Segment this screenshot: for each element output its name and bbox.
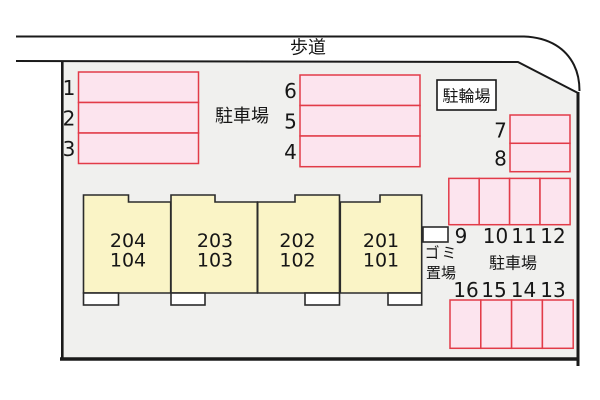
entrance-tab xyxy=(82,292,120,306)
building-entrances xyxy=(82,292,423,306)
bicycle-parking-box xyxy=(436,79,497,111)
sidewalk-inner-edge xyxy=(15,60,579,94)
parking-space-12 xyxy=(539,177,571,226)
parking-space-5 xyxy=(299,104,421,137)
unit-number: 202 xyxy=(279,230,315,252)
sidewalk-outer-edge xyxy=(16,35,581,92)
parking-space-label: 14 xyxy=(511,278,536,302)
parking-space-label: 3 xyxy=(63,137,76,161)
parking-space-label: 2 xyxy=(63,107,76,131)
parking-space-10 xyxy=(478,177,511,226)
parking-space-label: 16 xyxy=(453,278,478,302)
unit-number: 102 xyxy=(279,250,315,272)
parking-lot-right-label: 駐車場 xyxy=(489,254,537,273)
parking-space-label: 4 xyxy=(284,140,297,164)
parking-space-4 xyxy=(299,135,421,168)
building xyxy=(82,194,423,294)
parking-space-label: 8 xyxy=(494,147,507,171)
parking-row-lower xyxy=(449,299,574,350)
parking-block-right xyxy=(509,114,571,173)
unit-number: 201 xyxy=(363,230,399,252)
parking-space-label: 1 xyxy=(63,76,76,100)
unit-number: 203 xyxy=(197,230,233,252)
parking-space-16 xyxy=(449,299,482,350)
parking-space-6 xyxy=(299,74,421,107)
parking-space-14 xyxy=(510,299,544,350)
parking-space-13 xyxy=(541,299,574,350)
unit-number: 204 xyxy=(110,230,146,252)
parking-space-label: 15 xyxy=(481,278,506,302)
parking-space-label: 7 xyxy=(494,119,507,143)
parking-space-label: 10 xyxy=(483,224,508,248)
parking-space-label: 9 xyxy=(455,224,468,248)
unit-number: 104 xyxy=(110,250,146,272)
parking-lot-left-label: 駐車場 xyxy=(215,106,269,127)
garbage-area-label: ゴミ xyxy=(424,244,458,262)
entrance-tab xyxy=(170,292,206,306)
parking-space-3 xyxy=(77,132,200,165)
parking-space-9 xyxy=(448,177,480,226)
entrance-tab xyxy=(387,292,423,306)
parking-space-15 xyxy=(480,299,513,350)
unit-number: 101 xyxy=(363,250,399,272)
parking-space-label: 13 xyxy=(540,278,565,302)
parking-space-11 xyxy=(508,177,541,226)
sidewalk-label: 歩道 xyxy=(290,38,326,59)
building-unit-202-102 xyxy=(256,194,341,294)
parking-space-label: 5 xyxy=(284,110,297,134)
entrance-tab xyxy=(304,292,341,306)
parking-row-upper xyxy=(448,177,571,226)
garbage-box xyxy=(422,226,449,243)
parking-space-label: 11 xyxy=(511,224,536,248)
bicycle-parking-label: 駐輪場 xyxy=(442,87,490,106)
garbage-area-label: 置場 xyxy=(426,264,456,282)
parking-block-left xyxy=(77,71,200,165)
parking-space-label: 6 xyxy=(284,79,297,103)
unit-number: 103 xyxy=(197,250,233,272)
parking-space-8 xyxy=(509,142,571,173)
parking-block-middle xyxy=(299,74,421,168)
parking-space-7 xyxy=(509,114,571,145)
parking-space-label: 12 xyxy=(540,224,565,248)
parking-space-1 xyxy=(77,71,200,104)
parking-space-2 xyxy=(77,101,200,134)
